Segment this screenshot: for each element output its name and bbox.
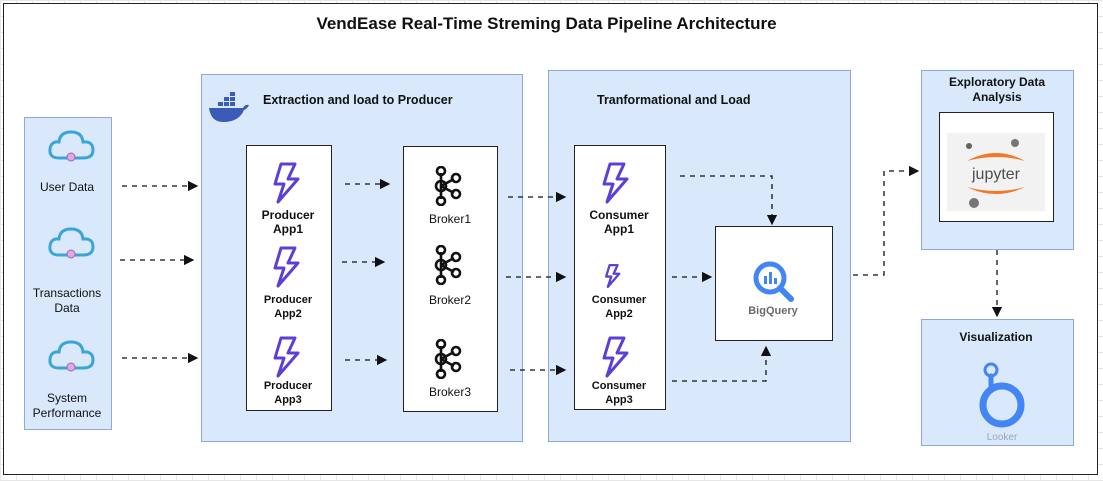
arrow-consumer3-bigquery (672, 345, 772, 382)
consumer-label: Consumer App3 (591, 380, 647, 406)
cloud-icon (48, 227, 95, 259)
extraction-label: Extraction and load to Producer (263, 93, 453, 107)
jupyter-logo-bg (947, 133, 1045, 211)
diagram-title: VendEase Real-Time Streming Data Pipelin… (316, 14, 777, 33)
broker-label: Broker3 (428, 385, 472, 399)
kafka-icon (434, 339, 462, 379)
arrow-bigquery-eda (853, 165, 920, 276)
lightning-icon (273, 162, 300, 204)
arrow-consumer1-bigquery (680, 175, 778, 226)
kafka-icon (434, 166, 462, 206)
cloud-icon (48, 130, 95, 162)
lightning-icon (273, 246, 300, 288)
jupyter-text: jupyter (971, 166, 1021, 183)
bigquery-label: BigQuery (748, 305, 798, 317)
docker-icon (209, 92, 249, 122)
producer-label: Producer App2 (263, 294, 313, 320)
lightning-icon (602, 162, 629, 204)
source-label: System Performance (32, 391, 102, 420)
broker-label: Broker2 (428, 293, 472, 307)
cloud-icon (48, 340, 95, 372)
visualization-label: Visualization (959, 330, 1033, 344)
sources-panel (24, 117, 112, 430)
looker-icon: Looker (979, 362, 1025, 443)
producer-label: Producer App1 (261, 208, 315, 236)
producer-label: Producer App3 (263, 380, 313, 406)
lightning-icon (605, 264, 621, 288)
eda-label: Exploratory Data Analysis (948, 75, 1046, 104)
jupyter-icon: jupyter (966, 139, 1025, 208)
bigquery-icon (753, 261, 794, 302)
bigquery-box (715, 226, 833, 341)
kafka-icon (434, 245, 462, 285)
consumer-label: Consumer App1 (589, 208, 649, 236)
broker-label: Broker1 (428, 212, 472, 226)
source-label: User Data (39, 180, 95, 194)
transform-label: Tranformational and Load (597, 93, 751, 107)
looker-text: Looker (987, 432, 1018, 443)
consumer-label: Consumer App2 (591, 294, 647, 320)
lightning-icon (602, 336, 629, 378)
source-label: Transactions Data (32, 286, 102, 315)
lightning-icon (273, 336, 300, 378)
